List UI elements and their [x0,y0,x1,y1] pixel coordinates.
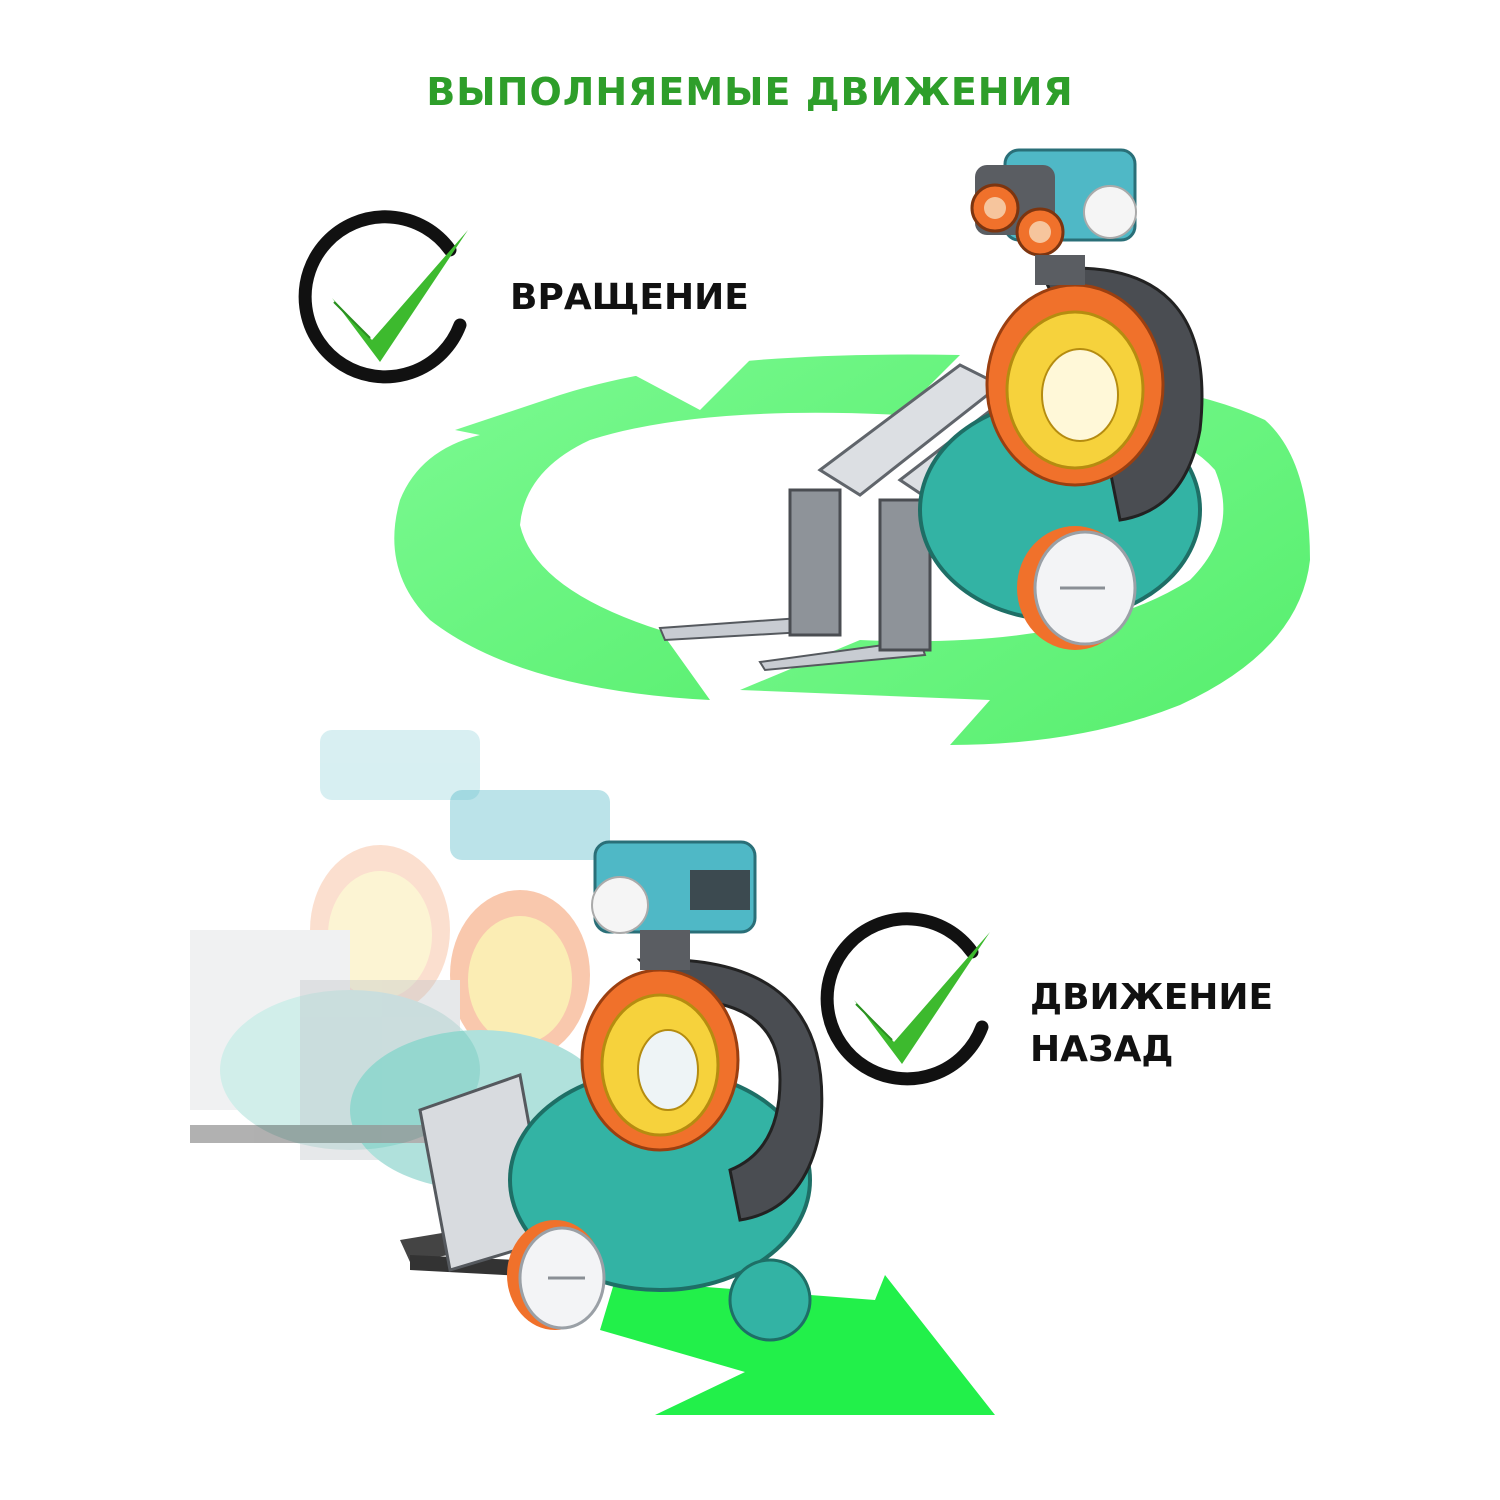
check-circle-icon [298,210,468,384]
feature-rotation-label: ВРАЩЕНИЕ [510,277,749,318]
page-title: ВЫПОЛНЯЕМЫЕ ДВИЖЕНИЯ [426,70,1074,114]
check-circle-icon [820,912,990,1086]
feature-backward-label: ДВИЖЕНИЕ НАЗАД [1030,977,1274,1070]
